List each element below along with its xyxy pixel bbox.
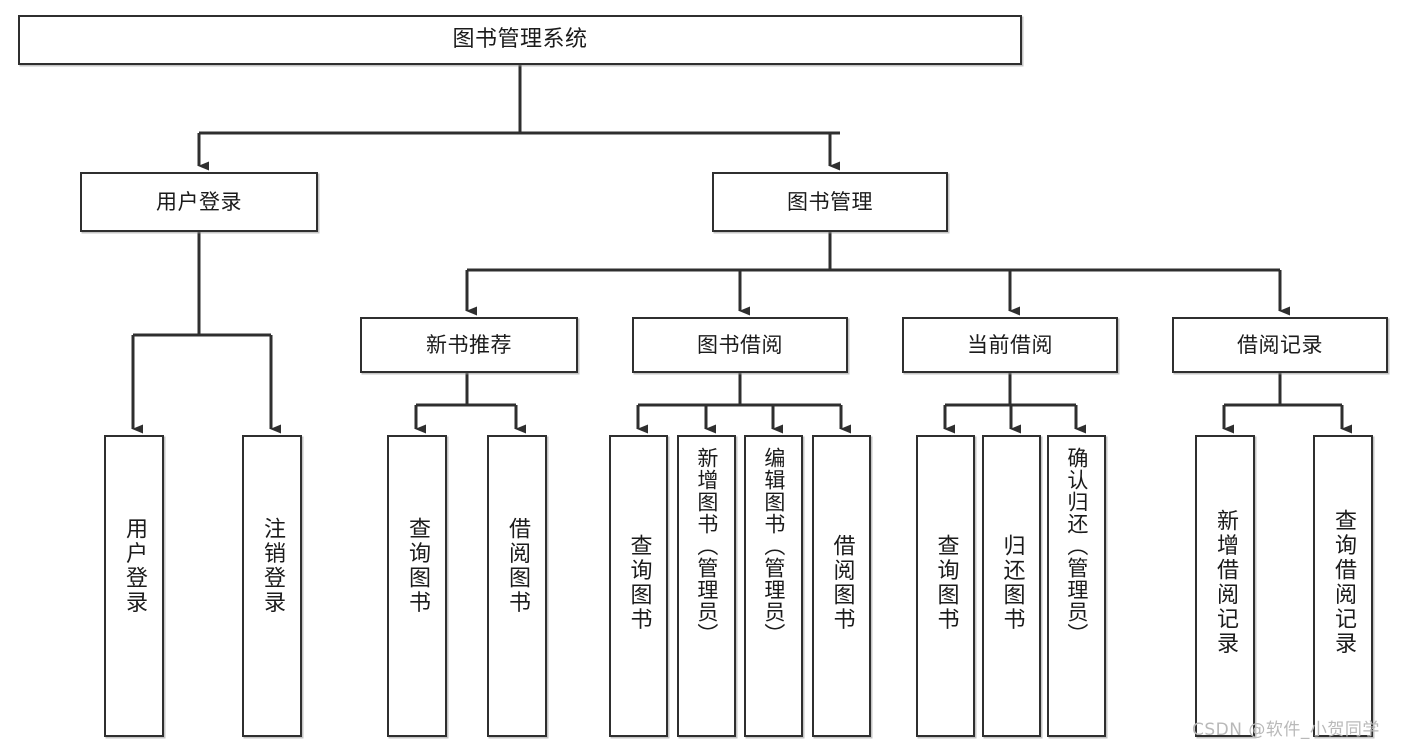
node-label: 查询图书 <box>404 517 430 615</box>
node-borrowing-record[interactable]: 借阅记录 <box>1172 317 1388 373</box>
leaf-add-borrow-record[interactable]: 新增借阅记录 <box>1195 435 1255 737</box>
node-label: 图书管理 <box>787 189 873 214</box>
node-label: 新增借阅记录 <box>1212 509 1238 656</box>
node-label: 图书借阅 <box>697 332 783 357</box>
node-label: 编辑图书（管理员） <box>761 447 786 645</box>
leaf-logout[interactable]: 注销登录 <box>242 435 302 737</box>
leaf-query-book-current[interactable]: 查询图书 <box>916 435 975 737</box>
node-label: 借阅记录 <box>1237 332 1323 357</box>
leaf-return-book[interactable]: 归还图书 <box>982 435 1041 737</box>
leaf-add-book-admin[interactable]: 新增图书（管理员） <box>677 435 736 737</box>
node-current-borrowing[interactable]: 当前借阅 <box>902 317 1118 373</box>
node-label: 归还图书 <box>999 534 1025 632</box>
node-label: 新增图书（管理员） <box>694 447 719 645</box>
node-label: 借阅图书 <box>504 517 530 615</box>
node-label: 借阅图书 <box>829 534 855 632</box>
leaf-borrow-book-newbook[interactable]: 借阅图书 <box>487 435 547 737</box>
node-label: 新书推荐 <box>426 332 512 357</box>
leaf-query-book-borrow[interactable]: 查询图书 <box>609 435 668 737</box>
node-book-management[interactable]: 图书管理 <box>712 172 948 232</box>
node-label: 用户登录 <box>121 517 147 615</box>
node-book-borrowing[interactable]: 图书借阅 <box>632 317 848 373</box>
leaf-confirm-return-admin[interactable]: 确认归还（管理员） <box>1047 435 1106 737</box>
node-label: 当前借阅 <box>967 332 1053 357</box>
node-label: 查询借阅记录 <box>1330 509 1356 656</box>
node-label: 确认归还（管理员） <box>1064 447 1089 645</box>
leaf-borrow-book[interactable]: 借阅图书 <box>812 435 871 737</box>
leaf-edit-book-admin[interactable]: 编辑图书（管理员） <box>744 435 803 737</box>
leaf-user-login[interactable]: 用户登录 <box>104 435 164 737</box>
node-root-book-management-system[interactable]: 图书管理系统 <box>18 15 1022 65</box>
node-label: 注销登录 <box>259 517 285 615</box>
node-label: 用户登录 <box>156 189 242 214</box>
leaf-query-borrow-record[interactable]: 查询借阅记录 <box>1313 435 1373 737</box>
leaf-query-book-newbook[interactable]: 查询图书 <box>387 435 447 737</box>
node-label: 查询图书 <box>626 534 652 632</box>
node-label: 查询图书 <box>933 534 959 632</box>
node-user-login[interactable]: 用户登录 <box>80 172 318 232</box>
node-label: 图书管理系统 <box>452 27 588 53</box>
csdn-watermark: CSDN @软件_小贺同学 <box>1192 720 1380 740</box>
node-new-book-recommendation[interactable]: 新书推荐 <box>360 317 578 373</box>
